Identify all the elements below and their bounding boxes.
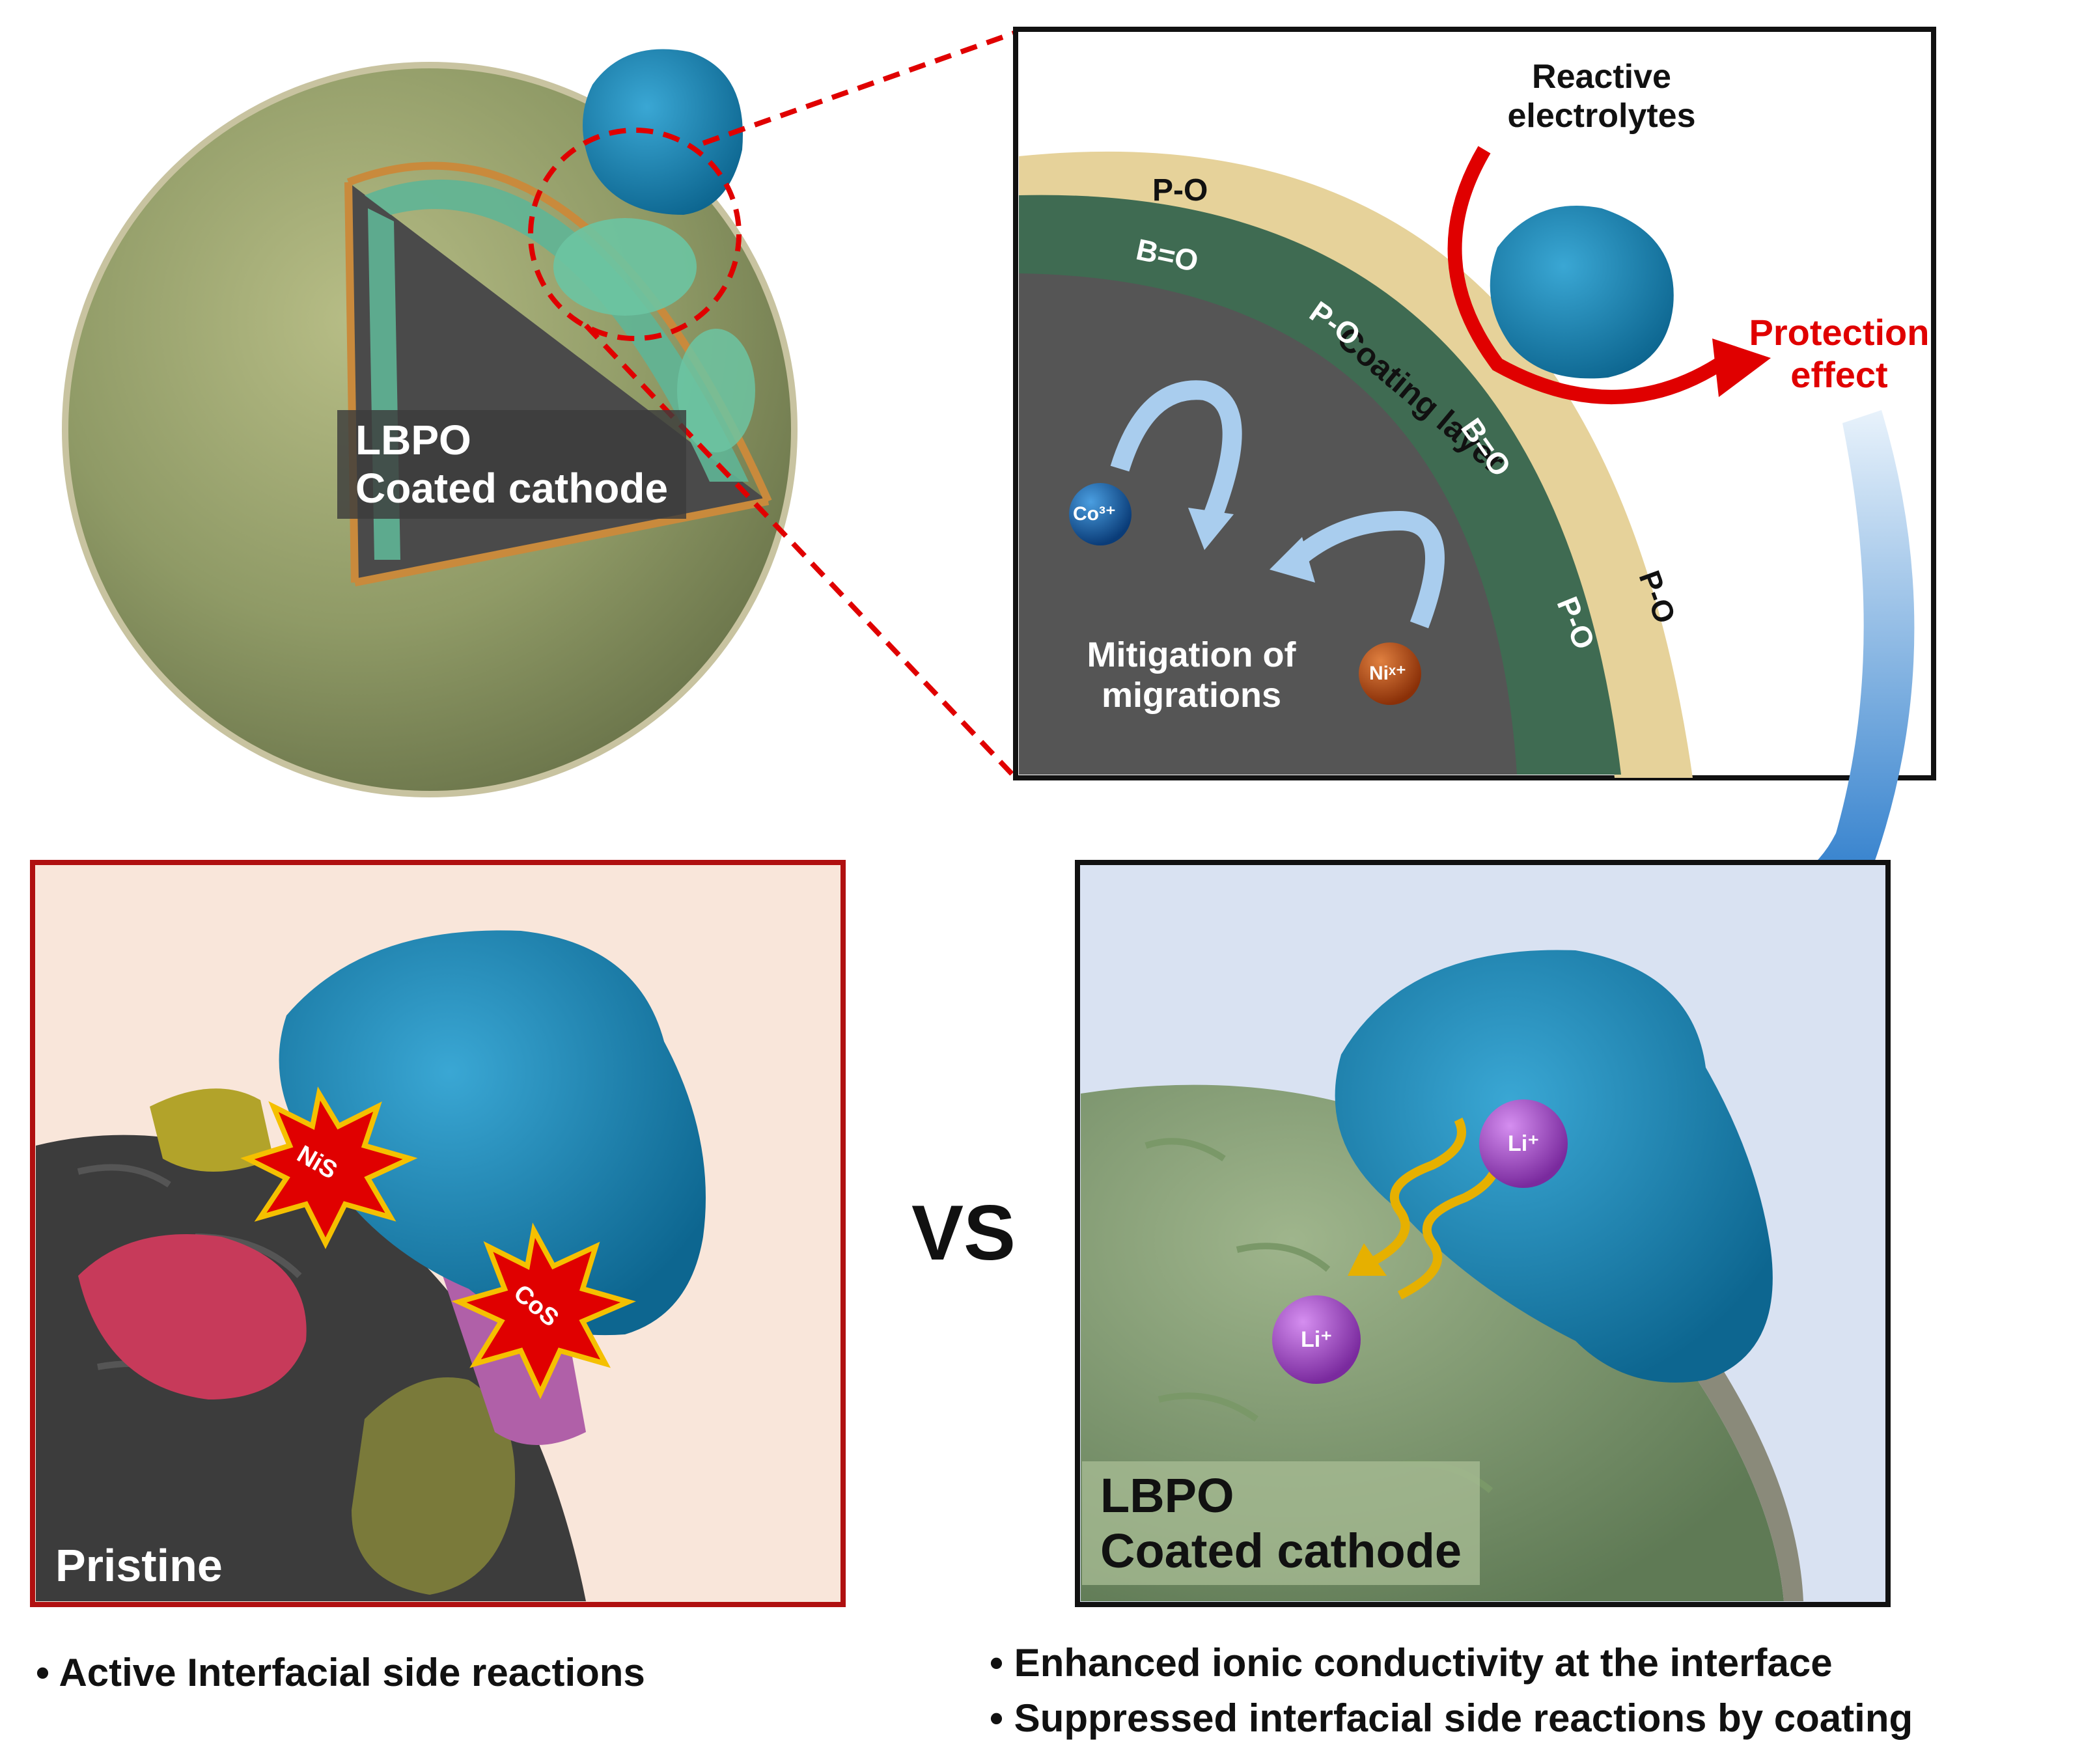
label-line: electrolytes: [1507, 97, 1696, 135]
pristine-label: Pristine: [36, 1533, 242, 1599]
top-coated-cathode-label: LBPO Coated cathode: [337, 410, 687, 519]
mitigation-label: Mitigation of migrations: [1061, 635, 1322, 715]
co-ion-label: Co³⁺: [1073, 503, 1116, 525]
label-line: Reactive: [1532, 58, 1671, 96]
label-line: Mitigation of: [1087, 635, 1296, 674]
coated-cathode-label: LBPO Coated cathode: [1082, 1461, 1480, 1586]
protection-effect-label: Protection effect: [1732, 311, 1947, 396]
label-line: Coated cathode: [1100, 1524, 1462, 1578]
coated-bullet-1: • Enhanced ionic conductivity at the int…: [990, 1641, 1833, 1685]
label-line: LBPO: [1100, 1468, 1234, 1523]
label-line: Protection: [1749, 312, 1930, 353]
label-line: LBPO: [355, 417, 471, 463]
nis-burst: [240, 1086, 418, 1249]
zoom-inset-panel: [1013, 27, 1936, 780]
li-ion-label: Li⁺: [1301, 1327, 1333, 1352]
label-line: effect: [1790, 354, 1888, 395]
coated-bullet-2: • Suppressed interfacial side reactions …: [990, 1696, 1913, 1740]
li-ion-label: Li⁺: [1508, 1131, 1540, 1156]
reactive-electrolytes-label: Reactive electrolytes: [1491, 57, 1712, 135]
vs-label: VS: [911, 1189, 1016, 1276]
transition-arrow: [1751, 410, 1915, 933]
pristine-panel: [30, 860, 846, 1607]
cos-burst: [451, 1222, 636, 1399]
coated-particle-sphere: [62, 30, 1018, 797]
label-line: Coated cathode: [355, 464, 669, 512]
label-line: migrations: [1101, 676, 1282, 715]
coated-panel: [1075, 860, 1891, 1607]
bond-label-po: P-O: [1152, 173, 1208, 208]
ni-ion-label: Niˣ⁺: [1369, 663, 1406, 684]
pristine-bullet: • Active Interfacial side reactions: [36, 1651, 645, 1694]
